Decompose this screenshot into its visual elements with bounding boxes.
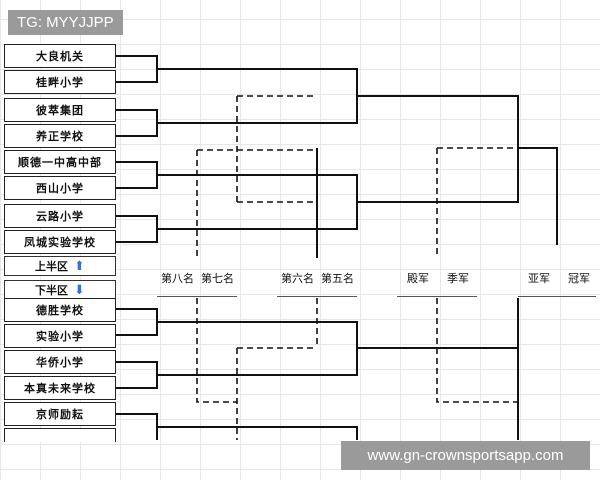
bracket-match-6 — [116, 361, 158, 389]
team-cell-8[interactable]: 凤城实验学校 — [4, 230, 116, 254]
bracket-match-7 — [116, 413, 158, 440]
place-label-5th: 第五名 — [321, 272, 354, 285]
team-cell-3[interactable]: 彼萃集团 — [4, 98, 116, 122]
place-label-1st: 冠军 — [568, 272, 590, 285]
team-cell-partial[interactable] — [4, 428, 116, 442]
bracket-third-dashed-lower — [436, 298, 518, 403]
lower-half-label[interactable]: 下半区 ⬇ — [4, 280, 116, 300]
team-cell-11[interactable]: 华侨小学 — [4, 350, 116, 374]
team-cell-6[interactable]: 西山小学 — [4, 176, 116, 200]
place-rule-56 — [277, 296, 357, 297]
bracket-seventh-dashed-lower — [196, 298, 237, 403]
place-rule-12 — [518, 296, 596, 297]
arrow-up-icon: ⬆ — [74, 258, 85, 274]
team-cell-5[interactable]: 顺德一中高中部 — [4, 150, 116, 174]
place-label-2nd: 亚军 — [528, 272, 550, 285]
team-cell-12[interactable]: 本真未来学校 — [4, 376, 116, 400]
bracket-match-1 — [116, 55, 158, 83]
bracket-match-2 — [116, 109, 158, 137]
team-cell-1[interactable]: 大良机关 — [4, 44, 116, 68]
place-rule-78 — [157, 296, 237, 297]
bracket-match-5 — [116, 308, 158, 336]
team-cell-10[interactable]: 实验小学 — [4, 324, 116, 348]
team-cell-4[interactable]: 养正学校 — [4, 124, 116, 148]
watermark-top: TG: MYYJJPP — [8, 10, 123, 35]
team-cell-9[interactable]: 德胜学校 — [4, 298, 116, 322]
place-label-7th: 第七名 — [201, 272, 234, 285]
lower-half-text: 下半区 — [35, 284, 69, 297]
place-label-3rd: 季军 — [447, 272, 469, 285]
place-label-6th: 第六名 — [281, 272, 314, 285]
bracket-champion-link — [518, 147, 558, 245]
team-cell-2[interactable]: 桂畔小学 — [4, 70, 116, 94]
team-cell-7[interactable]: 云路小学 — [4, 204, 116, 228]
place-label-4th: 殿军 — [407, 272, 429, 285]
arrow-down-icon: ⬇ — [74, 282, 85, 298]
place-rule-34 — [397, 296, 477, 297]
place-label-8th: 第八名 — [161, 272, 194, 285]
bracket-match-4 — [116, 215, 158, 243]
bracket-match-3 — [116, 161, 158, 189]
watermark-bottom: www.gn-crownsportsapp.com — [341, 441, 590, 470]
upper-half-label[interactable]: 上半区 ⬆ — [4, 256, 116, 276]
bracket-semi-lower-2 — [157, 426, 358, 440]
upper-half-text: 上半区 — [35, 260, 69, 273]
team-cell-13[interactable]: 京师励耘 — [4, 402, 116, 426]
